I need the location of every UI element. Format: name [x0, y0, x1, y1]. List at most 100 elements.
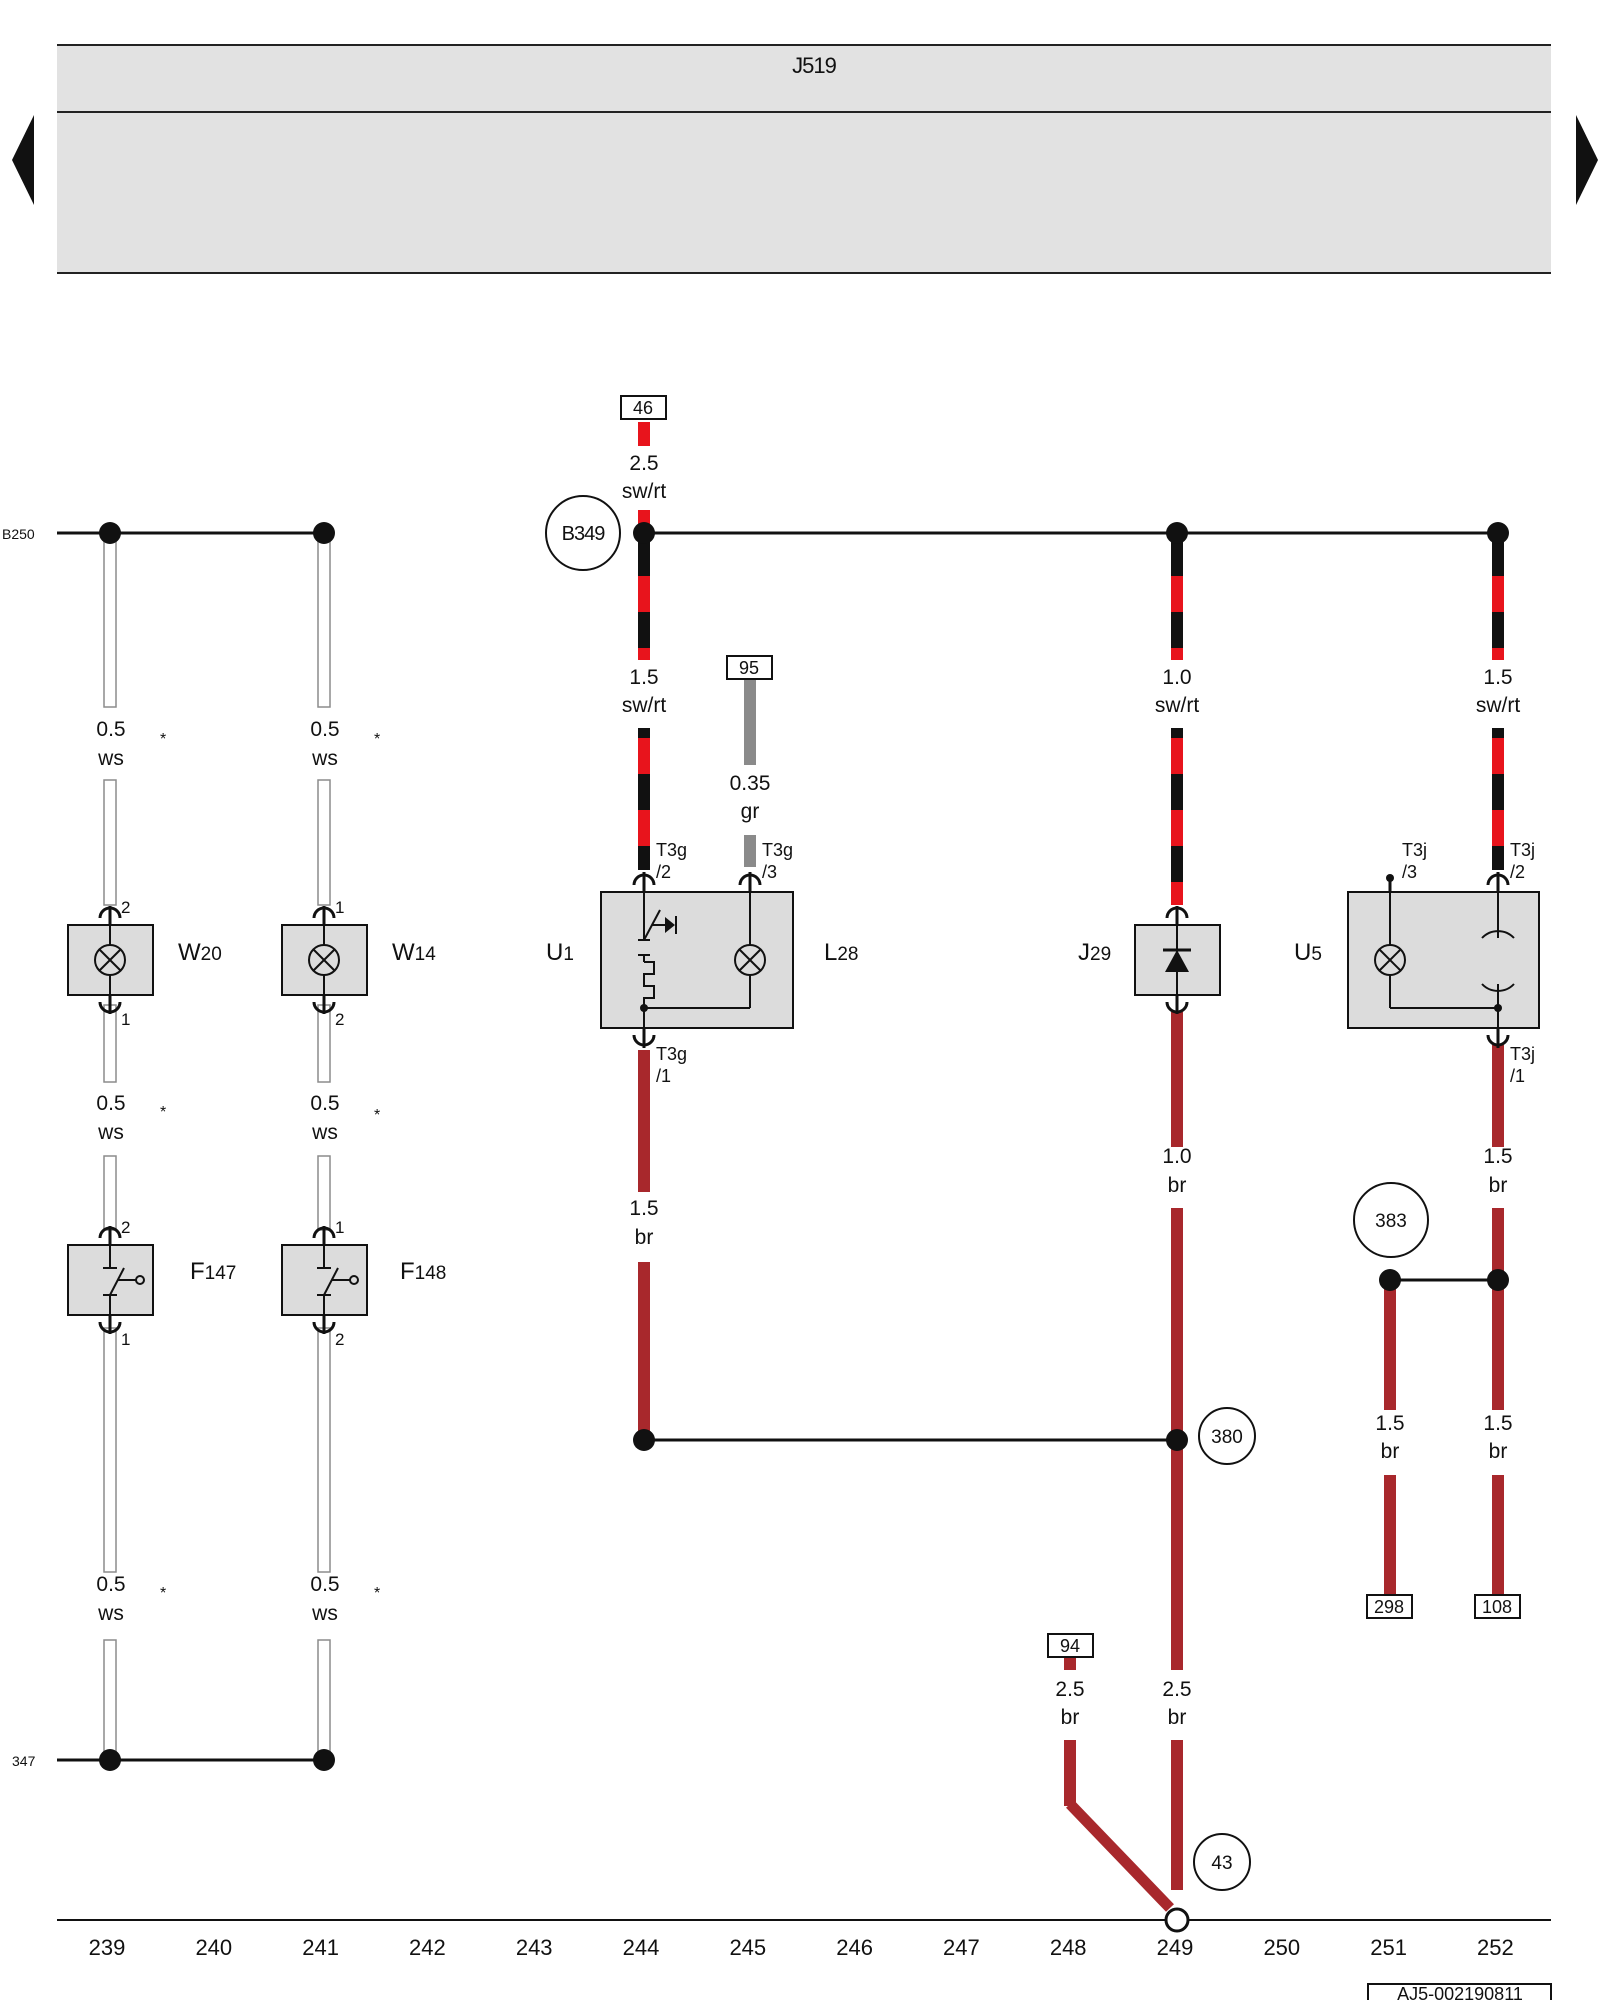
ref-347: 347: [12, 1753, 36, 1769]
component-j29[interactable]: [1134, 924, 1221, 996]
svg-text:2.5: 2.5: [1162, 1678, 1191, 1701]
component-f147[interactable]: F147: [67, 1244, 236, 1316]
svg-text:*: *: [374, 731, 380, 748]
wire-color: ws: [97, 1121, 124, 1144]
ground-point: [1164, 1907, 1190, 1933]
component-label-f148: F148: [400, 1258, 446, 1285]
grid-number: 249: [1157, 1935, 1194, 1960]
component-u1-l28[interactable]: [600, 880, 794, 1029]
svg-text:383: 383: [1375, 1211, 1407, 1232]
grid-number: 242: [409, 1935, 446, 1960]
svg-text:br: br: [1489, 1440, 1508, 1463]
svg-text:/2: /2: [1510, 862, 1525, 882]
component-label-u5: U5: [1294, 939, 1322, 966]
svg-text:/1: /1: [656, 1066, 671, 1086]
svg-text:*: *: [160, 1104, 166, 1121]
pin-markers-w-f: [98, 906, 336, 1334]
grid-number: 247: [943, 1935, 980, 1960]
ws-wires: [103, 536, 331, 1759]
pin-markers-right: [632, 872, 1510, 1048]
svg-text:sw/rt: sw/rt: [1476, 694, 1520, 717]
svg-text:AJ5-002190811: AJ5-002190811: [1397, 1984, 1523, 2000]
connector-94: 94: [1047, 1633, 1094, 1658]
svg-text:2: 2: [335, 1010, 344, 1029]
wire-color: ws: [97, 1602, 124, 1625]
svg-text:1.5: 1.5: [1375, 1412, 1404, 1435]
asterisk-marks: * * * * * *: [160, 731, 380, 1602]
svg-text:br: br: [1061, 1706, 1080, 1729]
grid-number: 246: [836, 1935, 873, 1960]
svg-text:sw/rt: sw/rt: [622, 480, 666, 503]
svg-text:br: br: [1381, 1440, 1400, 1463]
header-control-unit: J519: [57, 44, 1551, 274]
svg-text:1.5: 1.5: [1483, 1412, 1512, 1435]
component-label-u1: U1: [546, 939, 574, 966]
junction-dots: [99, 522, 1509, 1771]
svg-text:46: 46: [633, 398, 653, 418]
connector-95: 95: [726, 655, 773, 680]
svg-text:sw/rt: sw/rt: [1155, 694, 1199, 717]
grid-number: 248: [1050, 1935, 1087, 1960]
component-f148[interactable]: F148: [281, 1244, 446, 1316]
component-w14[interactable]: W14: [281, 924, 436, 996]
svg-text:1.5: 1.5: [1483, 666, 1512, 689]
wire-size: 0.5: [96, 1573, 125, 1596]
svg-text:T3j: T3j: [1510, 840, 1535, 860]
svg-text:/3: /3: [1402, 862, 1417, 882]
previous-page-arrow-icon[interactable]: [12, 115, 34, 205]
svg-text:*: *: [160, 1585, 166, 1602]
sw-rt-wire-labels: 2.5 sw/rt 1.5 sw/rt 0.35 gr 1.0 sw/rt 1.…: [622, 452, 1520, 823]
svg-text:43: 43: [1211, 1853, 1232, 1874]
svg-text:br: br: [1489, 1174, 1508, 1197]
svg-text:1: 1: [335, 898, 344, 917]
connector-46: 46: [620, 395, 667, 420]
wire-color: ws: [311, 747, 338, 770]
component-label-l28: L28: [824, 939, 859, 966]
sw-rt-wires: [638, 422, 1504, 905]
node-b349: B349: [545, 495, 621, 571]
svg-text:1.0: 1.0: [1162, 666, 1191, 689]
svg-text:1.0: 1.0: [1162, 1145, 1191, 1168]
grid-number: 243: [516, 1935, 553, 1960]
gr-wire: [744, 680, 756, 765]
svg-text:*: *: [374, 1585, 380, 1602]
wire-size: 0.5: [310, 718, 339, 741]
svg-text:*: *: [160, 731, 166, 748]
svg-text:95: 95: [739, 658, 759, 678]
svg-text:108: 108: [1482, 1597, 1512, 1617]
grid-number: 250: [1263, 1935, 1300, 1960]
node-43: 43: [1193, 1833, 1251, 1891]
svg-text:T3g: T3g: [762, 840, 793, 860]
grid-number: 245: [729, 1935, 766, 1960]
svg-text:1: 1: [121, 1330, 130, 1349]
ws-wire-labels: 0.5 ws 0.5 ws 0.5 ws 0.5 ws 0.5 ws 0.5 w…: [96, 718, 339, 1625]
next-page-arrow-icon[interactable]: [1576, 115, 1598, 205]
svg-text:94: 94: [1060, 1636, 1080, 1656]
svg-text:br: br: [1168, 1174, 1187, 1197]
grid-number: 241: [302, 1935, 339, 1960]
svg-text:2: 2: [335, 1330, 344, 1349]
svg-text:2.5: 2.5: [1055, 1678, 1084, 1701]
node-383: 383: [1353, 1182, 1429, 1258]
gr-wire: [744, 835, 756, 867]
svg-text:gr: gr: [741, 800, 760, 823]
node-380: 380: [1198, 1407, 1256, 1465]
br-wire-labels: 1.5 br 1.0 br 1.5 br 1.5 br 1.5 br 2.5 b…: [629, 1145, 1512, 1729]
connector-108: 108: [1474, 1594, 1521, 1619]
svg-text:2: 2: [121, 898, 130, 917]
component-w20[interactable]: W20: [67, 924, 222, 996]
component-u5[interactable]: [1347, 880, 1540, 1029]
grid-number: 251: [1370, 1935, 1407, 1960]
wire-size: 0.5: [96, 1092, 125, 1115]
svg-text:*: *: [374, 1107, 380, 1124]
svg-text:T3g: T3g: [656, 1044, 687, 1064]
wire-size: 0.5: [310, 1092, 339, 1115]
svg-text:2: 2: [121, 1218, 130, 1237]
svg-text:/1: /1: [1510, 1066, 1525, 1086]
svg-text:1.5: 1.5: [1483, 1145, 1512, 1168]
grid-number: 240: [195, 1935, 232, 1960]
wire-color: ws: [97, 747, 124, 770]
svg-text:br: br: [1168, 1706, 1187, 1729]
svg-text:1: 1: [335, 1218, 344, 1237]
